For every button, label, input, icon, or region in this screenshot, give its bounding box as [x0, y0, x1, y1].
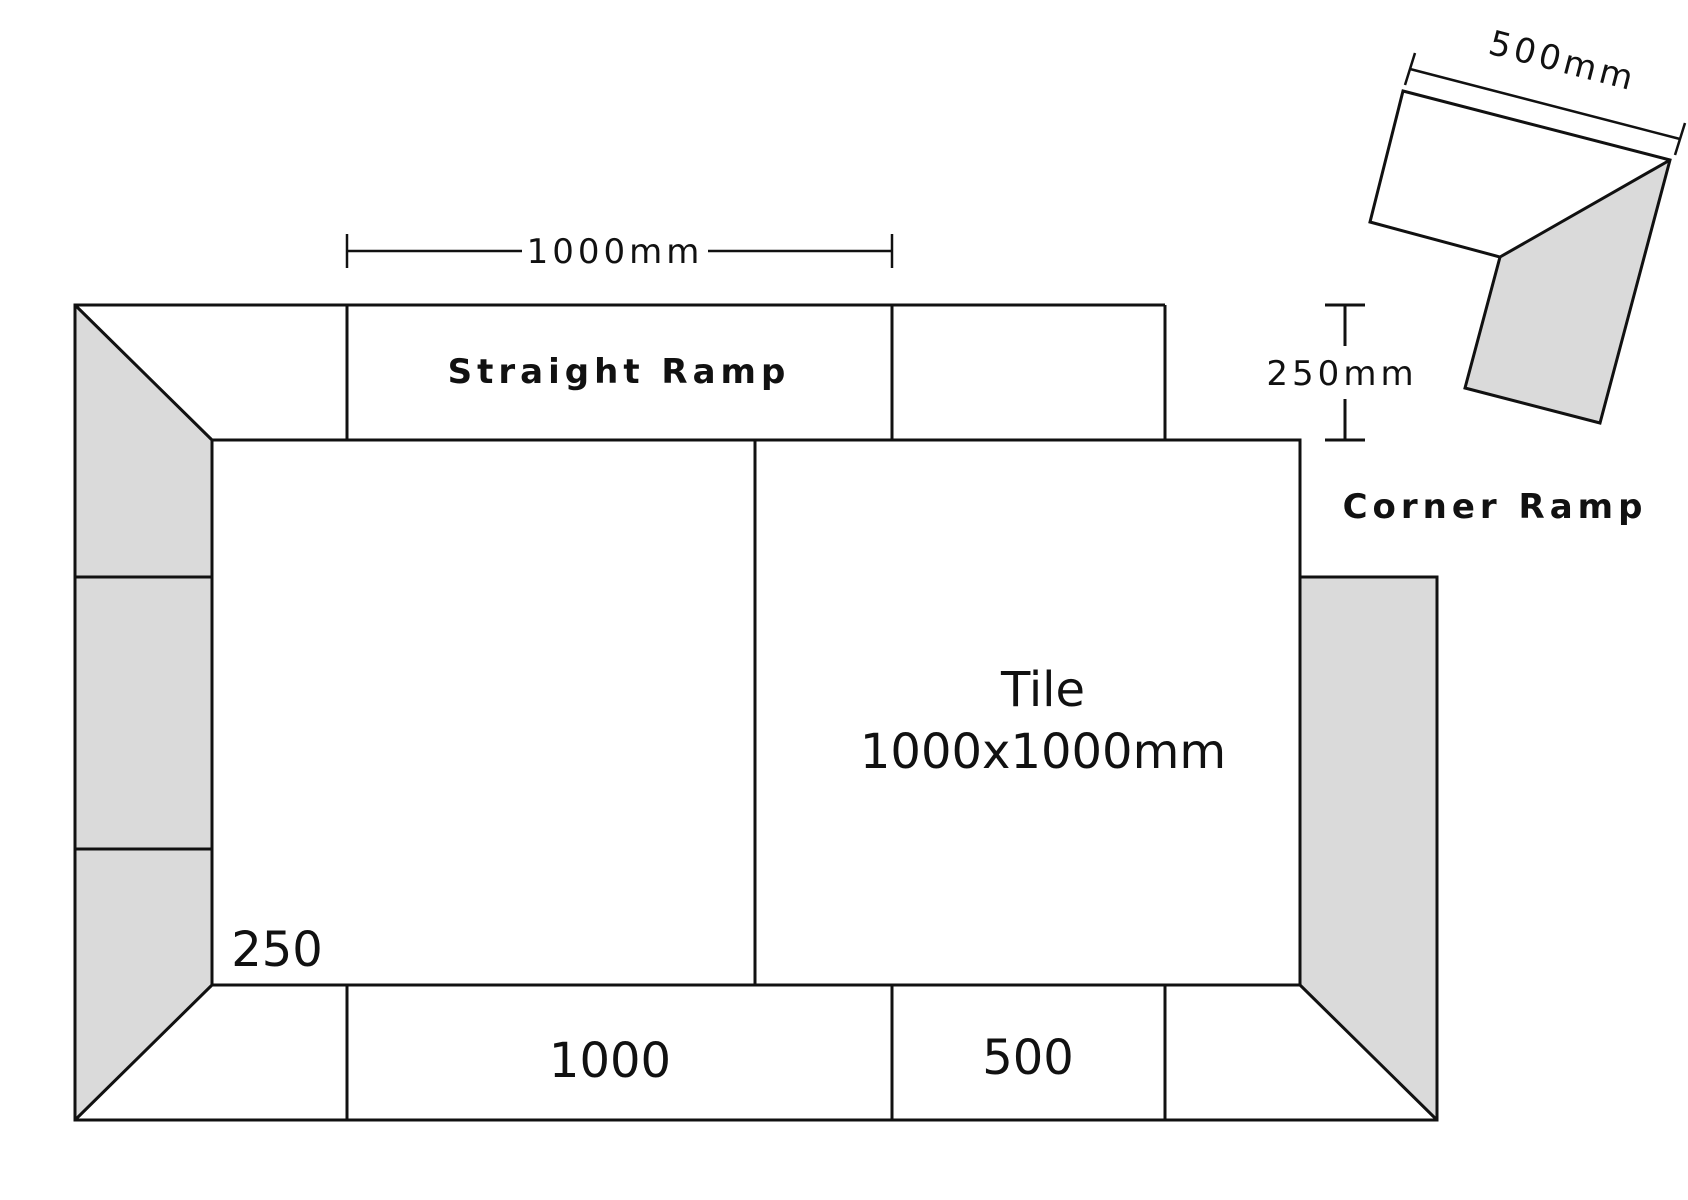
dimension-1000mm: 1000mm — [345, 232, 894, 272]
tile-label-line2: 1000x1000mm — [860, 724, 1226, 780]
tile-label-line1: Tile — [1000, 662, 1085, 718]
right-ramp-shade — [1300, 577, 1437, 1120]
left-ramp-shade — [75, 305, 212, 1120]
corner-ramp-title: Corner Ramp — [1343, 487, 1648, 527]
ramp-size-250: 250 — [231, 922, 323, 978]
ramp-size-500: 500 — [982, 1030, 1074, 1086]
miter-bottom-right — [1298, 983, 1439, 1122]
miter-top-left — [73, 303, 214, 442]
corner-ramp-piece — [1368, 89, 1672, 425]
outer-outline — [73, 303, 1439, 1122]
dimension-500mm: 500mm — [1403, 23, 1687, 156]
dimension-500mm-label: 500mm — [1485, 23, 1641, 100]
dimension-1000mm-label: 1000mm — [527, 232, 704, 272]
miter-bottom-left — [73, 983, 214, 1122]
dimension-250mm-label: 250mm — [1266, 354, 1417, 394]
ramp-size-1000: 1000 — [549, 1033, 671, 1089]
straight-ramp-title: Straight Ramp — [448, 352, 791, 392]
dimension-250mm: 250mm — [1266, 303, 1417, 442]
